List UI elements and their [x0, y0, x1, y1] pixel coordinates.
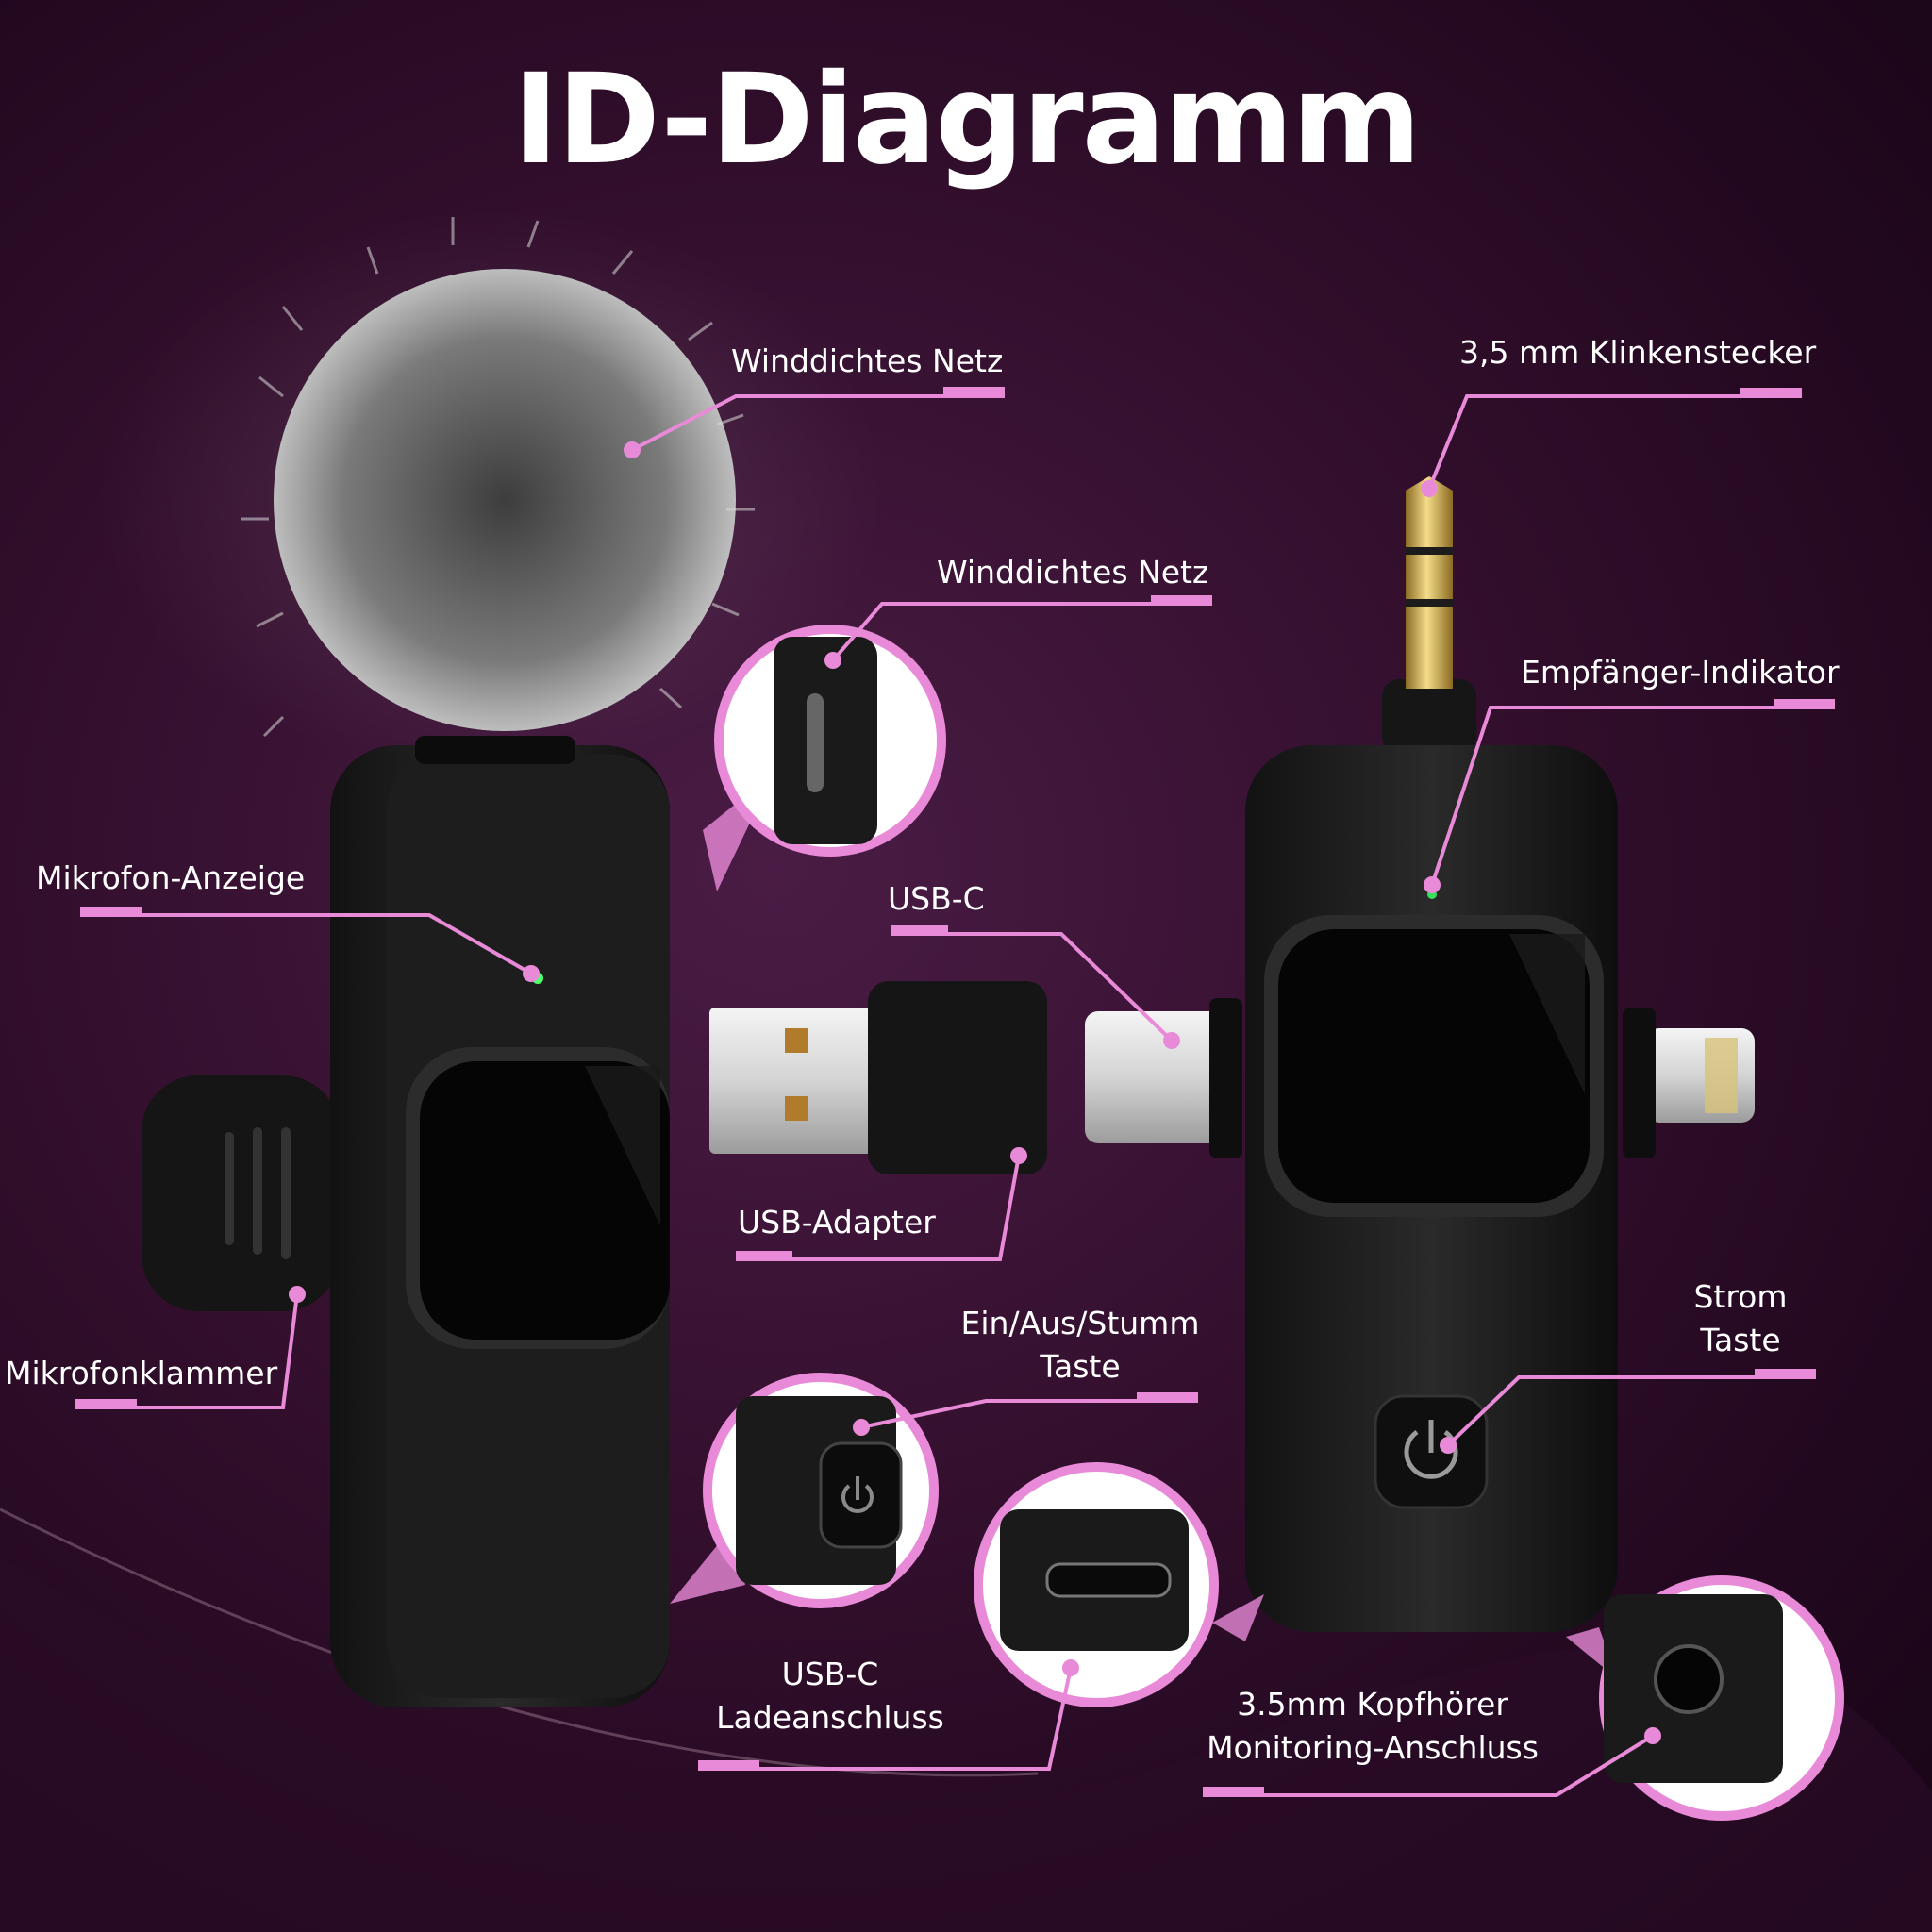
label-power-line2: Taste [1700, 1322, 1781, 1358]
microphone-transmitter [142, 217, 755, 1707]
zoom-power-mute [670, 1373, 939, 1608]
label-receiver-indicator: Empfänger-Indikator [1521, 654, 1840, 691]
receiver [1085, 476, 1755, 1632]
furry-windscreen [274, 269, 736, 731]
label-power-mute-line1: Ein/Aus/Stumm [960, 1305, 1200, 1341]
usb-c-plug [1085, 1011, 1226, 1143]
label-power-line1: Strom [1693, 1278, 1788, 1315]
zoom-charging-port [974, 1462, 1264, 1707]
label-jack-plug: 3,5 mm Klinkenstecker [1459, 334, 1817, 371]
label-headphone-line2: Monitoring-Anschluss [1207, 1729, 1539, 1766]
usb-adapter [709, 981, 1047, 1174]
bg-swirl [0, 1557, 1932, 1932]
label-windscreen-top: Winddichtes Netz [731, 342, 1004, 379]
label-power-mute-line2: Taste [1040, 1348, 1121, 1385]
label-headphone-port: 3.5mm Kopfhörer Monitoring-Anschluss [1193, 1683, 1552, 1770]
label-charging-line2: Ladeanschluss [716, 1699, 944, 1736]
usb-adapter-body [868, 981, 1047, 1174]
label-mic-indicator: Mikrofon-Anzeige [36, 859, 306, 896]
jack-plug [1406, 491, 1453, 689]
label-power: Strom Taste [1670, 1275, 1811, 1362]
label-power-mute: Ein/Aus/Stumm Taste [943, 1302, 1217, 1389]
label-charging-port: USB-C Ladeanschluss [698, 1653, 962, 1740]
zoom-port-top [703, 625, 946, 891]
label-headphone-line1: 3.5mm Kopfhörer [1237, 1686, 1508, 1723]
power-icon-small [841, 1476, 874, 1513]
label-windscreen-port: Winddichtes Netz [937, 554, 1209, 591]
page-title: ID-Diagramm [512, 47, 1422, 192]
label-mic-clip: Mikrofonklammer [5, 1355, 278, 1391]
label-charging-line1: USB-C [781, 1656, 879, 1692]
mic-clip [142, 1075, 340, 1311]
label-usb-c: USB-C [888, 880, 985, 917]
lightning-plug [1646, 1028, 1755, 1123]
label-usb-adapter: USB-Adapter [738, 1204, 936, 1241]
